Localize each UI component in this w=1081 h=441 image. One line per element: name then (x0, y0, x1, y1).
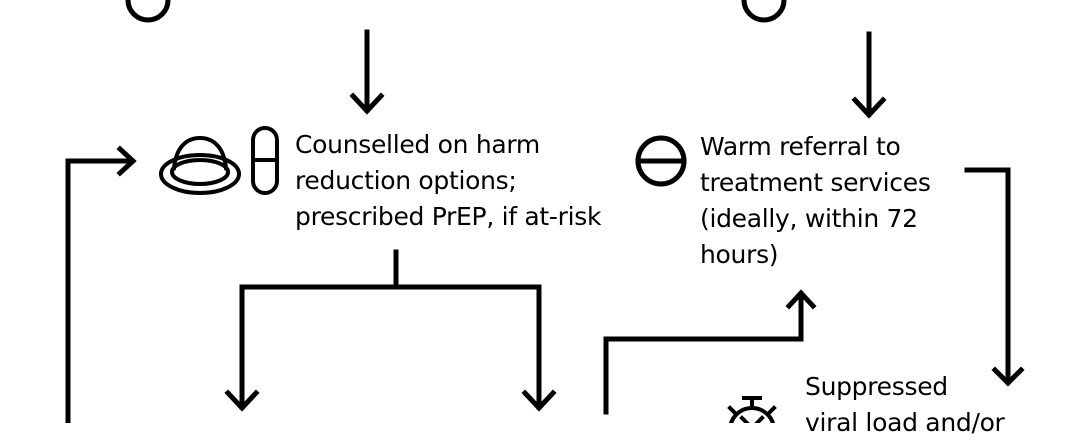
harm-reduction-line-3: prescribed PrEP, if at-risk (295, 202, 602, 231)
top-left-icon-partial (125, 0, 171, 23)
flowchart-diagram (65, 0, 1025, 423)
referral-line-2: treatment services (700, 168, 931, 197)
pill-icon (251, 126, 279, 195)
branch-connector (239, 249, 542, 410)
condom-icon (159, 135, 241, 195)
arrow-down-harm (349, 29, 385, 115)
suppressed-line-2: viral load and/or (805, 408, 1005, 437)
referral-text: Warm referral to treatment services (ide… (700, 129, 931, 273)
suppressed-text: Suppressed viral load and/or (805, 369, 1005, 441)
arrow-down-referral (851, 31, 887, 119)
harm-reduction-text: Counselled on harm reduction options; pr… (295, 127, 601, 235)
minus-circle-icon (635, 135, 687, 187)
referral-line-1: Warm referral to (700, 132, 901, 161)
arrow-referral-to-suppressed (964, 167, 1025, 387)
harm-reduction-line-1: Counselled on harm (295, 130, 540, 159)
referral-line-4: hours) (700, 240, 779, 269)
arrow-loop-left (65, 145, 137, 423)
referral-line-3: (ideally, within 72 (700, 204, 918, 233)
arrowhead-branch-right (521, 389, 557, 412)
arrowhead-branch-left (224, 389, 260, 412)
stopwatch-icon (727, 396, 777, 423)
suppressed-line-1: Suppressed (805, 372, 948, 401)
arrow-up-referral (603, 289, 817, 415)
harm-reduction-line-2: reduction options; (295, 166, 517, 195)
top-right-icon-partial (741, 0, 787, 23)
